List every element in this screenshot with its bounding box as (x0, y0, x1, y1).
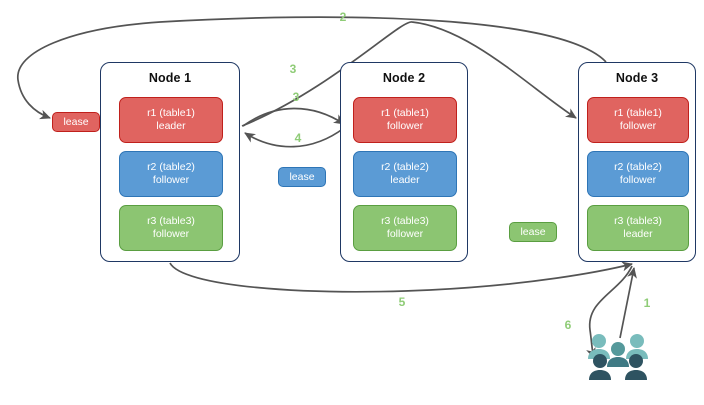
replica-name: r2 (table2) (614, 161, 662, 173)
replica-name: r3 (table3) (381, 215, 429, 227)
replica-name: r3 (table3) (614, 215, 662, 227)
replica-role: leader (623, 228, 653, 240)
person-middle-center (607, 342, 629, 367)
replica-role: follower (386, 120, 424, 132)
step-label-1: 1 (643, 296, 651, 310)
replica-role: follower (619, 174, 657, 186)
person-front-left (589, 354, 611, 380)
replica-name: r2 (table2) (147, 161, 195, 173)
step-label-5: 5 (398, 295, 406, 309)
node-title: Node 3 (615, 71, 659, 85)
replica-name: r1 (table1) (614, 107, 662, 119)
replica-role: leader (156, 120, 186, 132)
node-container-node3[interactable]: Node 3 r1 (table1) follower r2 (table2) … (578, 62, 696, 262)
step-label-2: 2 (339, 10, 347, 24)
replica-r2-node1[interactable]: r2 (table2) follower (119, 151, 223, 197)
replica-role: follower (152, 174, 190, 186)
node-title: Node 2 (382, 71, 426, 85)
users-group-icon (586, 332, 654, 384)
replica-role: follower (386, 228, 424, 240)
node-container-node1[interactable]: Node 1 r1 (table1) leader r2 (table2) fo… (100, 62, 240, 262)
replica-r2-node3[interactable]: r2 (table2) follower (587, 151, 689, 197)
replica-r2-node2[interactable]: r2 (table2) leader (353, 151, 457, 197)
node-title: Node 1 (148, 71, 192, 85)
replica-r1-node2[interactable]: r1 (table1) follower (353, 97, 457, 143)
arrow-step-3-to-node2 (242, 107, 345, 127)
arrow-step-1 (619, 267, 637, 339)
lease-box-table1[interactable]: lease (52, 112, 100, 132)
replica-role: leader (390, 174, 420, 186)
replica-name: r1 (table1) (147, 107, 195, 119)
replica-r3-node3[interactable]: r3 (table3) leader (587, 205, 689, 251)
lease-box-table2[interactable]: lease (278, 167, 326, 187)
step-label-4: 4 (294, 131, 302, 145)
replica-role: follower (619, 120, 657, 132)
step-label-3a: 3 (289, 62, 297, 76)
replica-r3-node1[interactable]: r3 (table3) follower (119, 205, 223, 251)
lease-box-table3[interactable]: lease (509, 222, 557, 242)
arrow-step-5 (169, 261, 633, 293)
person-front-right (625, 354, 647, 380)
replica-name: r2 (table2) (381, 161, 429, 173)
replica-r1-node3[interactable]: r1 (table1) follower (587, 97, 689, 143)
replica-r3-node2[interactable]: r3 (table3) follower (353, 205, 457, 251)
replica-name: r3 (table3) (147, 215, 195, 227)
step-label-6: 6 (564, 318, 572, 332)
node-container-node2[interactable]: Node 2 r1 (table1) follower r2 (table2) … (340, 62, 468, 262)
replica-role: follower (152, 228, 190, 240)
step-label-3b: 3 (292, 90, 300, 104)
replica-r1-node1[interactable]: r1 (table1) leader (119, 97, 223, 143)
replica-name: r1 (table1) (381, 107, 429, 119)
